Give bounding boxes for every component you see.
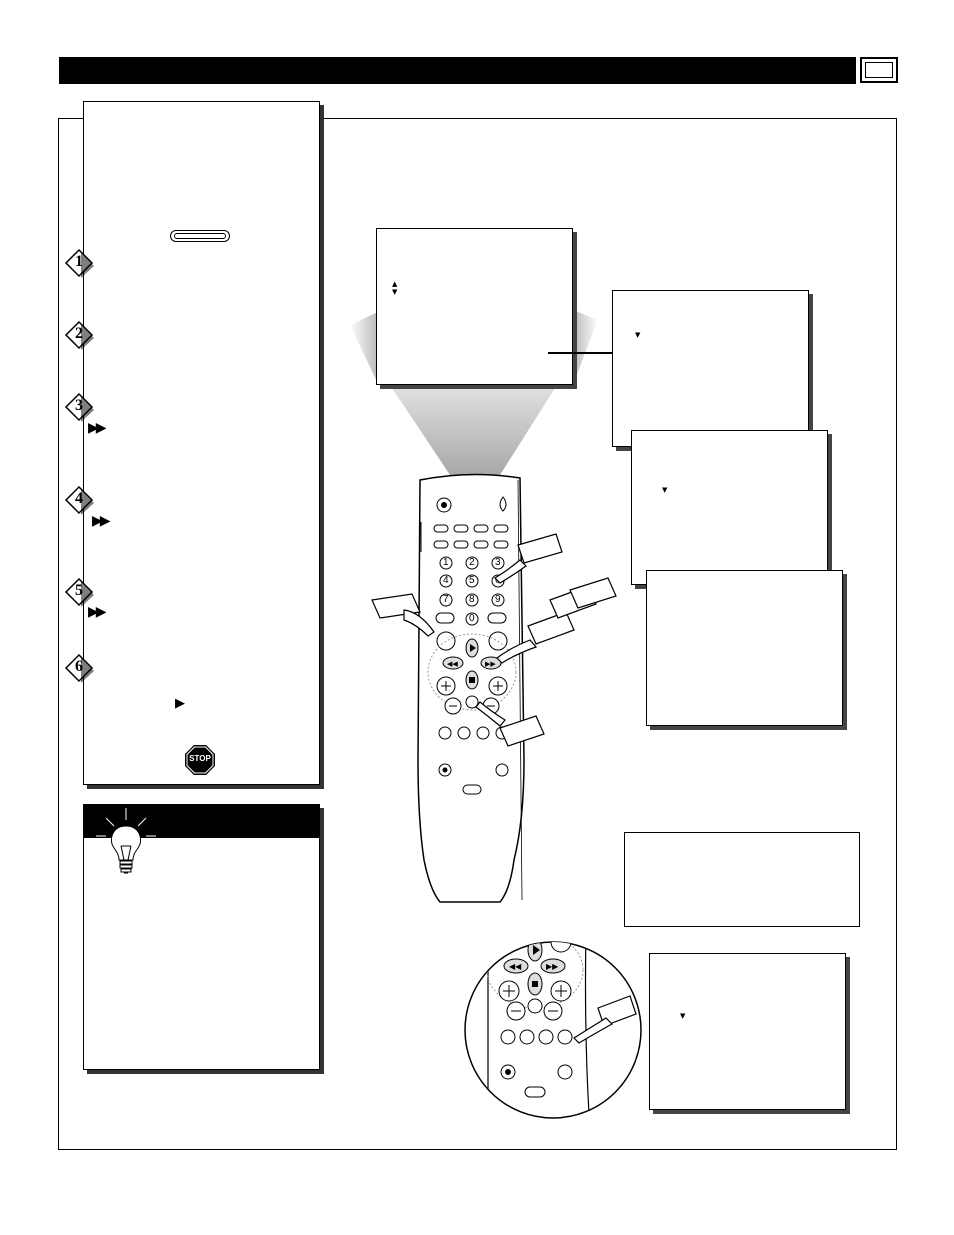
number-key-5[interactable]: 5: [469, 575, 475, 586]
svg-text:◀◀: ◀◀: [509, 962, 522, 971]
fast-forward-button: ▶▶: [540, 958, 566, 974]
stop-sign-icon: [185, 745, 215, 775]
rewind-button: ◀◀: [503, 958, 529, 974]
menu-screen-5: ▼: [649, 953, 846, 1110]
pointing-hand-icon: [573, 995, 637, 1044]
step-4-number: 4: [75, 490, 83, 507]
instructions-panel: [83, 101, 320, 785]
number-key-0[interactable]: 0: [469, 613, 475, 624]
number-key-7[interactable]: 7: [443, 594, 449, 605]
down-arrow-icon: ▼: [635, 331, 641, 339]
fast-forward-icon: ▶▶: [88, 604, 106, 620]
number-key-8[interactable]: 8: [469, 594, 475, 605]
play-button: [465, 638, 479, 658]
down-arrow-icon: ▼: [662, 486, 668, 494]
step-2-number: 2: [75, 325, 83, 342]
svg-text:▶▶: ▶▶: [546, 962, 559, 971]
number-key-2[interactable]: 2: [469, 557, 475, 568]
power-icon: [499, 496, 507, 512]
step-5-number: 5: [75, 582, 83, 599]
number-key-1[interactable]: 1: [443, 557, 449, 568]
main-frame: [58, 118, 897, 1150]
svg-text:▶▶: ▶▶: [485, 660, 496, 668]
up-down-arrow-icon: ▲▼: [392, 280, 398, 296]
stop-sign-text: STOP: [189, 754, 211, 763]
step-3-number: 3: [75, 397, 83, 414]
stop-button: [527, 972, 543, 996]
menu-screen-4: [646, 570, 843, 726]
number-key-4[interactable]: 4: [443, 575, 449, 586]
play-icon: ▶: [175, 696, 185, 711]
button-illustration: [170, 230, 230, 242]
info-box: [624, 832, 860, 927]
rewind-button: ◀◀: [442, 656, 464, 670]
step-1-number: 1: [75, 253, 83, 270]
fast-forward-icon: ▶▶: [88, 420, 106, 436]
lightbulb-icon: [96, 808, 156, 874]
menu-screen-1: ▲▼: [376, 228, 573, 385]
number-key-3[interactable]: 3: [495, 557, 501, 568]
page-number-badge: [860, 57, 898, 83]
fast-forward-button: ▶▶: [480, 656, 502, 670]
step-6-number: 6: [75, 658, 83, 675]
stop-button: [465, 670, 479, 690]
header-bar: [59, 57, 856, 84]
number-key-9[interactable]: 9: [495, 594, 501, 605]
fast-forward-icon: ▶▶: [92, 513, 110, 529]
menu-screen-3: ▼: [631, 430, 828, 585]
svg-text:◀◀: ◀◀: [447, 660, 458, 668]
pointing-hand-icon: [371, 533, 617, 747]
down-arrow-icon: ▼: [680, 1012, 686, 1020]
power-button: [436, 497, 452, 513]
menu-screen-2: ▼: [612, 290, 809, 447]
